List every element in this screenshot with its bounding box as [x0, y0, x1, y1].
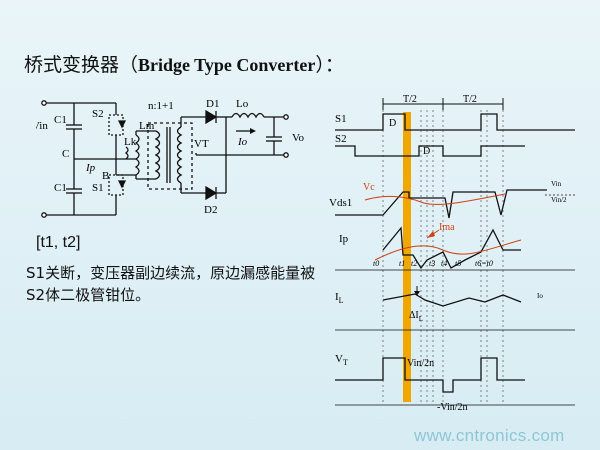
- label-ip: Ip: [85, 162, 96, 174]
- time-interval: [t1, t2]: [36, 234, 81, 251]
- label-vin: Vin: [36, 120, 48, 132]
- label-vo: Vo: [292, 132, 305, 144]
- title-en: Bridge Type Converter: [138, 55, 316, 75]
- label-lo: Lo: [236, 98, 249, 110]
- wave-label-il: IL: [335, 291, 344, 305]
- label-s2: S2: [92, 108, 104, 120]
- wave-label-d2: D: [423, 146, 430, 157]
- t2-label: t2: [411, 259, 417, 268]
- waveform-diagram: T/2 T/2: [329, 94, 575, 413]
- watermark: www.cntronics.com: [414, 426, 565, 445]
- t4-label: t4: [441, 259, 447, 268]
- t6-label: t6=t0: [475, 259, 493, 268]
- highlight-interval: [403, 112, 411, 402]
- label-d2: D2: [204, 204, 217, 216]
- circuit-diagram: Vin C1 C1 C B S2 S1 Ip Lm Lk n:1+1 D1 D2…: [36, 98, 305, 218]
- title-cn: 桥式变换器（: [24, 54, 139, 76]
- wave-label-s2: S2: [335, 133, 347, 145]
- wave-label-vc: Vc: [363, 182, 375, 193]
- wave-label-delta-il: ΔIL: [409, 310, 423, 323]
- title-end: ）：: [315, 54, 344, 76]
- description: S1关断，变压器副边续流，原边漏感能量被S2体二极管钳位。: [26, 264, 316, 304]
- wave-label-vin: Vin: [551, 180, 562, 188]
- wave-label-d1: D: [389, 118, 396, 129]
- wave-label-ima: Ima: [439, 222, 455, 233]
- t3-label: t3: [429, 259, 435, 268]
- wave-label-vin2: Vin/2: [551, 196, 567, 204]
- time-labels: t0 t1 t2 t3 t4 t5 t6=t0: [373, 259, 493, 268]
- t1-label: t1: [399, 259, 405, 268]
- t5-label: t5: [455, 259, 461, 268]
- label-c1-bot: C1: [54, 182, 67, 194]
- wave-label-io: Io: [537, 292, 543, 300]
- label-io: Io: [237, 136, 248, 148]
- label-ratio: n:1+1: [148, 100, 174, 112]
- label-c1-top: C1: [54, 114, 67, 126]
- label-s1: S1: [92, 182, 104, 194]
- label-c: C: [62, 148, 69, 160]
- wave-label-ip: Ip: [339, 233, 349, 245]
- half-period-1: T/2: [403, 94, 417, 105]
- wave-label-neg-vin2n: -Vin/2n: [437, 402, 468, 413]
- label-d1: D1: [206, 98, 219, 110]
- wave-label-s1: S1: [335, 113, 347, 125]
- label-lk: Lk: [124, 136, 137, 148]
- label-vt: VT: [194, 138, 209, 150]
- wave-label-vt: VT: [335, 353, 348, 367]
- slide-title: 桥式变换器（Bridge Type Converter）：: [24, 50, 344, 77]
- wave-label-vds1: Vds1: [329, 197, 352, 209]
- half-period-2: T/2: [463, 94, 477, 105]
- t0-label: t0: [373, 259, 379, 268]
- label-lm: Lm: [139, 120, 155, 132]
- label-b: B: [102, 170, 109, 182]
- wave-label-vin2n: Vin/2n: [407, 358, 434, 369]
